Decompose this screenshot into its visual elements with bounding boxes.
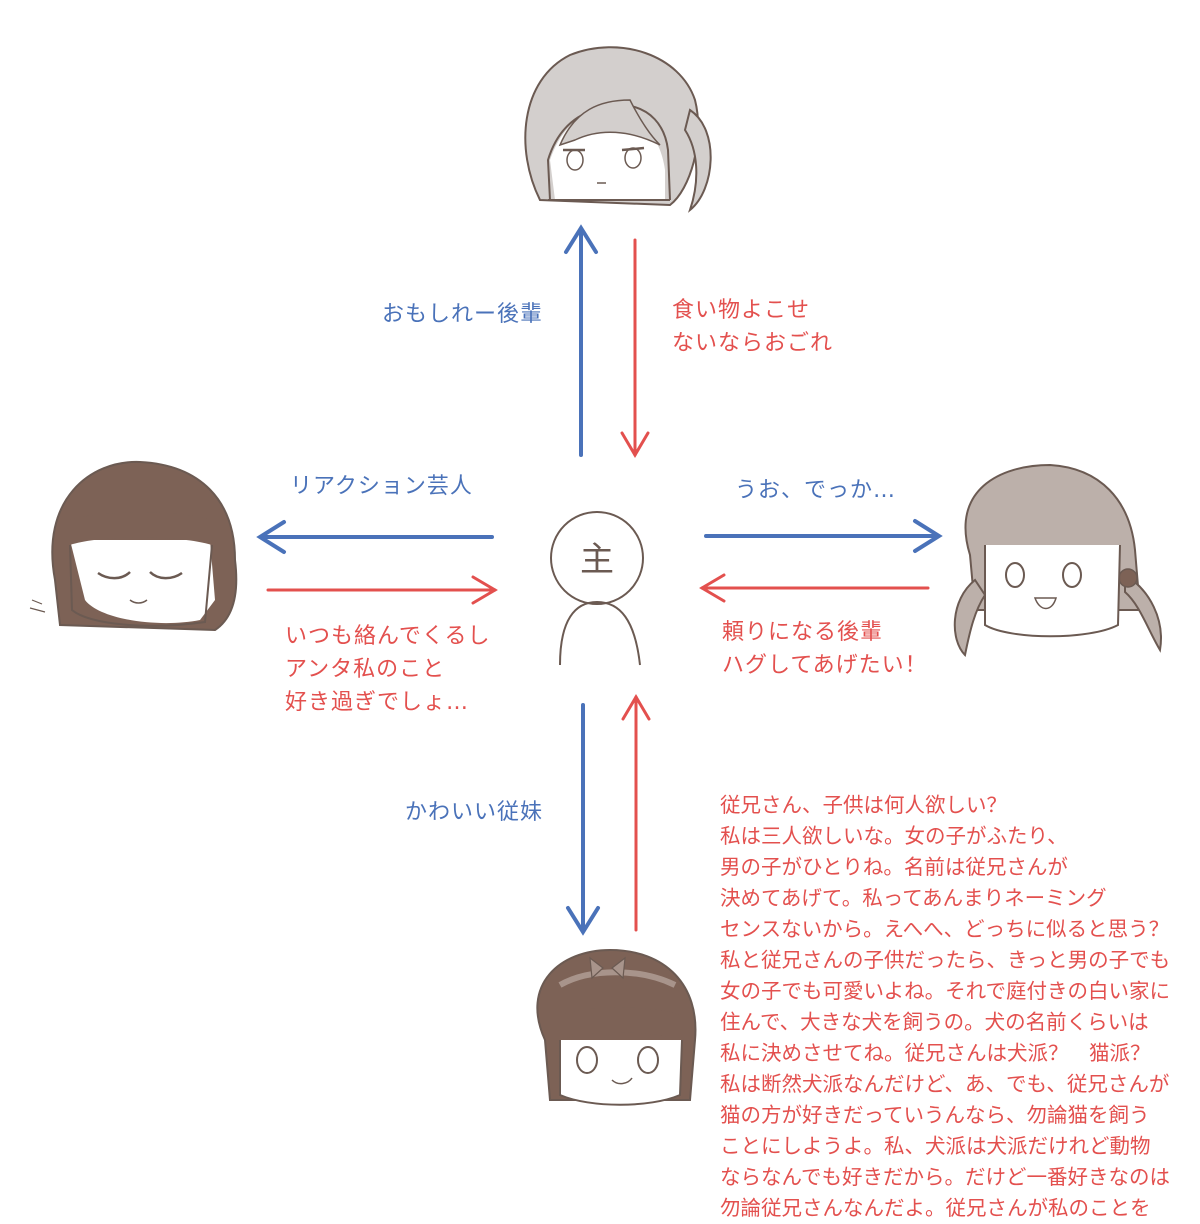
top-character-portrait xyxy=(524,46,712,213)
label-left-to-center: いつも絡んでくるし アンタ私のこと 好き過ぎでしょ… xyxy=(285,624,491,715)
center-figure-protagonist: 主 xyxy=(550,511,644,666)
left-character-portrait xyxy=(29,460,238,632)
center-figure-glyph: 主 xyxy=(580,540,614,580)
label-center-to-bottom: かわいい従妹 xyxy=(405,800,544,825)
label-center-to-top: おもしれー後輩 xyxy=(382,302,544,327)
label-center-to-left: リアクション芸人 xyxy=(290,474,473,499)
arrow-center-to-left xyxy=(256,520,494,554)
arrow-right-to-center xyxy=(699,573,930,603)
label-top-to-center: 食い物よこせ ないならおごれ xyxy=(672,298,834,356)
arrow-center-to-bottom xyxy=(566,703,600,936)
arrow-bottom-to-center xyxy=(621,694,651,932)
arrow-top-to-center xyxy=(620,238,650,458)
arrow-left-to-center xyxy=(266,575,498,605)
label-right-to-center: 頼りになる後輩 ハグしてあげたい！ xyxy=(722,620,928,678)
arrow-center-to-top xyxy=(564,224,598,457)
label-center-to-right: うお、でっか… xyxy=(735,478,897,503)
right-character-portrait xyxy=(953,463,1162,658)
label-bottom-to-center: 従兄さん、子供は何人欲しい？ 私は三人欲しいな。女の子がふたり、 男の子がひとり… xyxy=(720,793,1171,1220)
bottom-character-portrait xyxy=(536,948,697,1106)
arrow-center-to-right xyxy=(704,519,943,553)
